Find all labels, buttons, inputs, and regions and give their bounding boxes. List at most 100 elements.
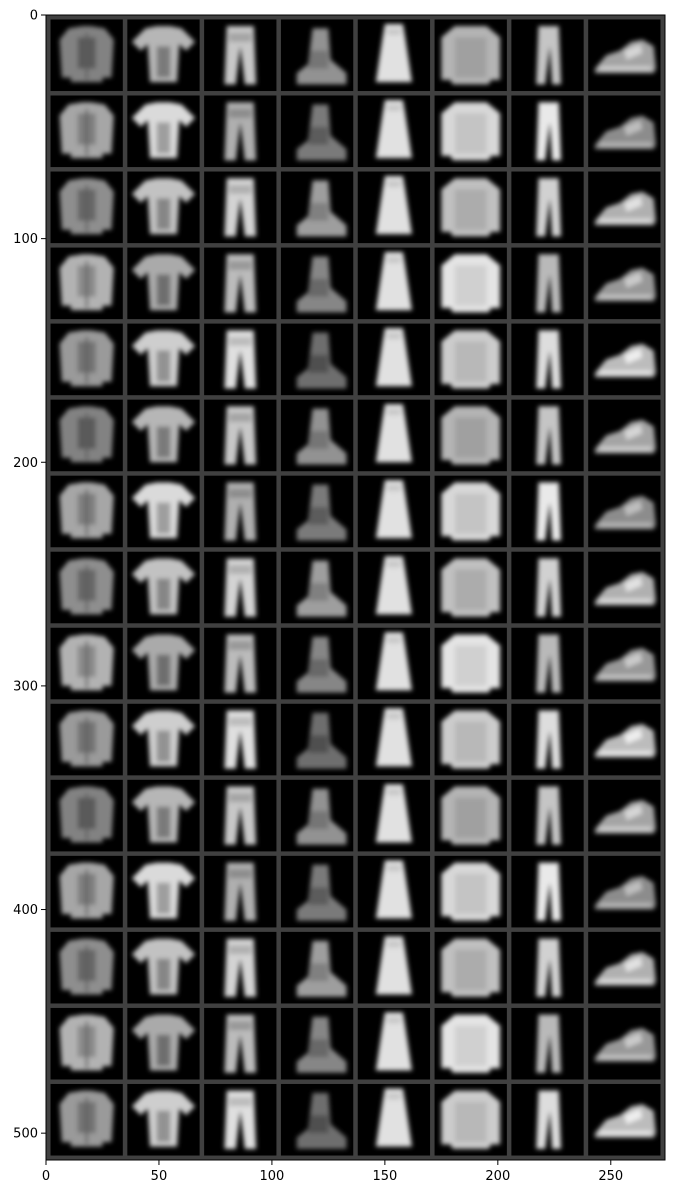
grid-tile-r2-c5: [357, 95, 431, 168]
grid-tile-r15-c4: [280, 1083, 354, 1156]
x-tick-label: 50: [151, 1169, 168, 1184]
grid-tile-r8-c8: [588, 551, 661, 624]
grid-tile-r8-c7: [511, 551, 584, 624]
grid-tile-r8-c3: [204, 551, 277, 624]
y-tick-label: 100: [13, 232, 38, 247]
grid-tile-r7-c5: [357, 475, 431, 548]
grid-tile-r10-c3: [204, 703, 277, 776]
grid-tile-r6-c3: [204, 399, 277, 472]
grid-tile-r5-c3: [204, 323, 277, 396]
grid-tile-r9-c1: [50, 627, 123, 700]
grid-tile-r7-c6: [434, 475, 507, 548]
grid-tile-r4-c5: [357, 247, 431, 320]
grid-tile-r6-c8: [588, 399, 661, 472]
grid-tile-r13-c3: [204, 931, 277, 1004]
grid-tile-r2-c7: [511, 95, 584, 168]
grid-tile-r8-c2: [127, 551, 200, 624]
grid-tile-r3-c1: [50, 171, 123, 244]
grid-tile-r12-c1: [50, 855, 123, 928]
grid-tile-r14-c8: [588, 1007, 661, 1080]
y-tick-label: 400: [13, 903, 38, 918]
grid-tile-r1-c4: [280, 19, 354, 92]
grid-tile-r5-c4: [280, 323, 354, 396]
grid-tile-r12-c5: [357, 855, 431, 928]
grid-tile-r13-c4: [280, 931, 354, 1004]
grid-tile-r12-c2: [127, 855, 200, 928]
grid-tile-r15-c5: [357, 1083, 431, 1156]
y-tick-label: 500: [13, 1127, 38, 1142]
grid-tile-r5-c7: [511, 323, 584, 396]
grid-tile-r15-c2: [127, 1083, 200, 1156]
x-tick-label: 150: [372, 1169, 397, 1184]
grid-tile-r6-c1: [50, 399, 123, 472]
grid-tile-r1-c1: [50, 19, 123, 92]
grid-tile-r2-c2: [127, 95, 200, 168]
grid-tile-r7-c4: [280, 475, 354, 548]
grid-tile-r2-c8: [588, 95, 661, 168]
grid-tile-r14-c3: [204, 1007, 277, 1080]
grid-tile-r13-c5: [357, 931, 431, 1004]
grid-tile-r14-c5: [357, 1007, 431, 1080]
grid-tile-r5-c8: [588, 323, 661, 396]
grid-tile-r4-c3: [204, 247, 277, 320]
grid-tile-r13-c8: [588, 931, 661, 1004]
grid-tile-r5-c5: [357, 323, 431, 396]
grid-tile-r12-c8: [588, 855, 661, 928]
grid-tile-r1-c8: [588, 19, 661, 92]
grid-tile-r10-c1: [50, 703, 123, 776]
grid-tile-r1-c5: [357, 19, 431, 92]
grid-tile-r13-c6: [434, 931, 507, 1004]
grid-tile-r9-c5: [357, 627, 431, 700]
grid-tile-r4-c4: [280, 247, 354, 320]
grid-tile-r6-c2: [127, 399, 200, 472]
grid-tile-r6-c7: [511, 399, 584, 472]
grid-tile-r2-c4: [280, 95, 354, 168]
grid-tile-r6-c4: [280, 399, 354, 472]
grid-tile-r10-c7: [511, 703, 584, 776]
grid-tile-r9-c8: [588, 627, 661, 700]
grid-tile-r6-c6: [434, 399, 507, 472]
grid-tile-r14-c2: [127, 1007, 200, 1080]
grid-tile-r8-c5: [357, 551, 431, 624]
axes-frame: [45, 14, 666, 1161]
grid-tile-r4-c7: [511, 247, 584, 320]
grid-tile-r10-c4: [280, 703, 354, 776]
grid-tile-r11-c5: [357, 779, 431, 852]
grid-tile-r9-c4: [280, 627, 354, 700]
grid-tile-r14-c1: [50, 1007, 123, 1080]
grid-tile-r7-c8: [588, 475, 661, 548]
y-tick-label: 200: [13, 456, 38, 471]
grid-tile-r15-c8: [588, 1083, 661, 1156]
grid-tile-r4-c2: [127, 247, 200, 320]
grid-tile-r1-c3: [204, 19, 277, 92]
grid-tile-r15-c7: [511, 1083, 584, 1156]
grid-tile-r15-c3: [204, 1083, 277, 1156]
grid-tile-r5-c1: [50, 323, 123, 396]
grid-tile-r11-c7: [511, 779, 584, 852]
grid-tile-r9-c2: [127, 627, 200, 700]
grid-tile-r3-c5: [357, 171, 431, 244]
grid-tile-r4-c8: [588, 247, 661, 320]
grid-tile-r11-c3: [204, 779, 277, 852]
grid-tile-r5-c6: [434, 323, 507, 396]
grid-tile-r12-c4: [280, 855, 354, 928]
grid-tile-r1-c6: [434, 19, 507, 92]
grid-tile-r3-c4: [280, 171, 354, 244]
grid-tile-r1-c7: [511, 19, 584, 92]
grid-tile-r2-c6: [434, 95, 507, 168]
grid-tile-r10-c5: [357, 703, 431, 776]
grid-tile-r2-c3: [204, 95, 277, 168]
grid-tile-r14-c4: [280, 1007, 354, 1080]
grid-tile-r11-c6: [434, 779, 507, 852]
grid-tile-r14-c7: [511, 1007, 584, 1080]
grid-tile-r13-c1: [50, 931, 123, 1004]
grid-tile-r8-c4: [280, 551, 354, 624]
grid-tile-r2-c1: [50, 95, 123, 168]
grid-tile-r4-c1: [50, 247, 123, 320]
grid-tile-r12-c3: [204, 855, 277, 928]
grid-tile-r11-c1: [50, 779, 123, 852]
grid-tile-r4-c6: [434, 247, 507, 320]
grid-tile-r11-c2: [127, 779, 200, 852]
grid-tile-r6-c5: [357, 399, 431, 472]
